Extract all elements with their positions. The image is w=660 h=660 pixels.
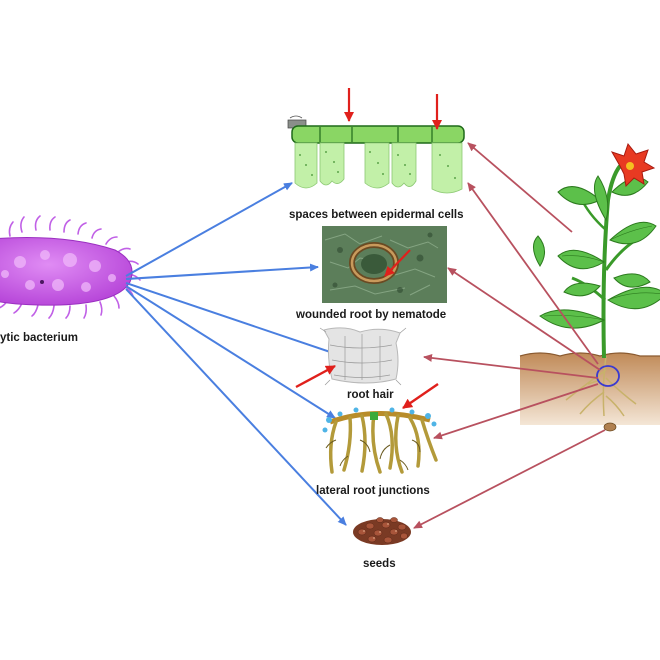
seeds-icon: [353, 517, 411, 545]
nematode-label: wounded root by nematode: [295, 309, 446, 321]
blue-arrow-epidermal: [125, 182, 293, 277]
red-arrow-nematode: [447, 267, 601, 371]
bacterium-label: ytic bacterium: [0, 332, 78, 344]
red-arrow-seeds: [413, 429, 606, 529]
epidermal-label: spaces between epidermal cells: [289, 209, 464, 221]
red-entry-arrow-3: [384, 249, 411, 277]
red-arrows: [413, 142, 606, 529]
root-hair-icon: [295, 327, 407, 389]
blue-arrow-root-hair: [125, 282, 346, 359]
plant-icon: [519, 142, 660, 432]
epidermis-icon: [287, 88, 465, 194]
flower-icon: [610, 142, 656, 188]
red-arrow-lateral: [433, 383, 599, 440]
blue-arrow-nematode: [125, 263, 319, 280]
red-arrow-root-hair: [423, 353, 599, 379]
root-hair-label: root hair: [347, 389, 394, 401]
nematode-root-icon: [322, 226, 447, 303]
red-arrow-stem-epidermal: [467, 182, 599, 365]
bacterium-icon: [0, 215, 141, 319]
red-arrow-leaf-epidermal: [467, 142, 573, 233]
red-entry-arrow-5: [402, 383, 439, 409]
lateral-roots-icon: [322, 383, 439, 474]
lateral-label: lateral root junctions: [316, 485, 430, 497]
blue-arrows: [125, 182, 347, 526]
blue-arrow-lateral: [125, 285, 336, 419]
blue-arrow-seeds: [125, 288, 347, 526]
red-entry-arrow-4: [295, 364, 336, 389]
seeds-label: seeds: [363, 558, 396, 570]
